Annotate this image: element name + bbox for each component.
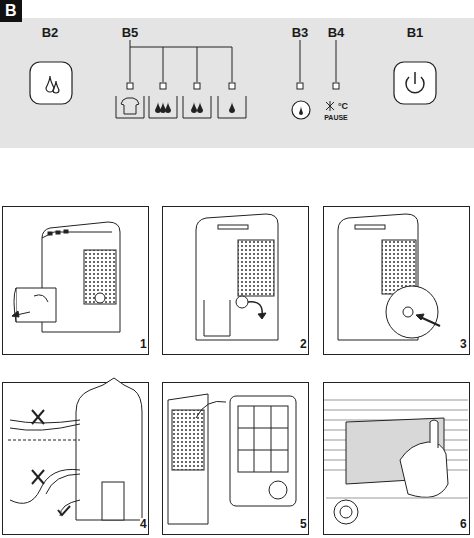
callout-label: B5 — [122, 26, 139, 39]
control-panel — [0, 0, 474, 148]
drain-hose — [196, 214, 278, 340]
section-letter: B — [5, 3, 17, 19]
callout-label: B3 — [292, 26, 309, 39]
callout-number: 1 — [140, 338, 147, 350]
callout-label: B2 — [42, 26, 59, 39]
callout-number: 3 — [460, 338, 467, 350]
hose-routing — [8, 378, 142, 520]
filter-insertion — [324, 400, 468, 524]
callout-number: 5 — [300, 518, 307, 530]
tank-removal — [12, 222, 120, 332]
button-text: PAUSE — [324, 114, 348, 121]
callout-label: B4 — [328, 26, 345, 39]
callout-label: B1 — [407, 26, 424, 39]
drain-outlet-detail — [338, 214, 440, 340]
callout-number: 4 — [140, 518, 147, 530]
filter-removal — [168, 394, 296, 524]
unit-text: °C — [338, 102, 348, 111]
callout-number: 6 — [460, 518, 467, 530]
panel-frames — [3, 207, 470, 535]
callout-number: 2 — [300, 338, 307, 350]
